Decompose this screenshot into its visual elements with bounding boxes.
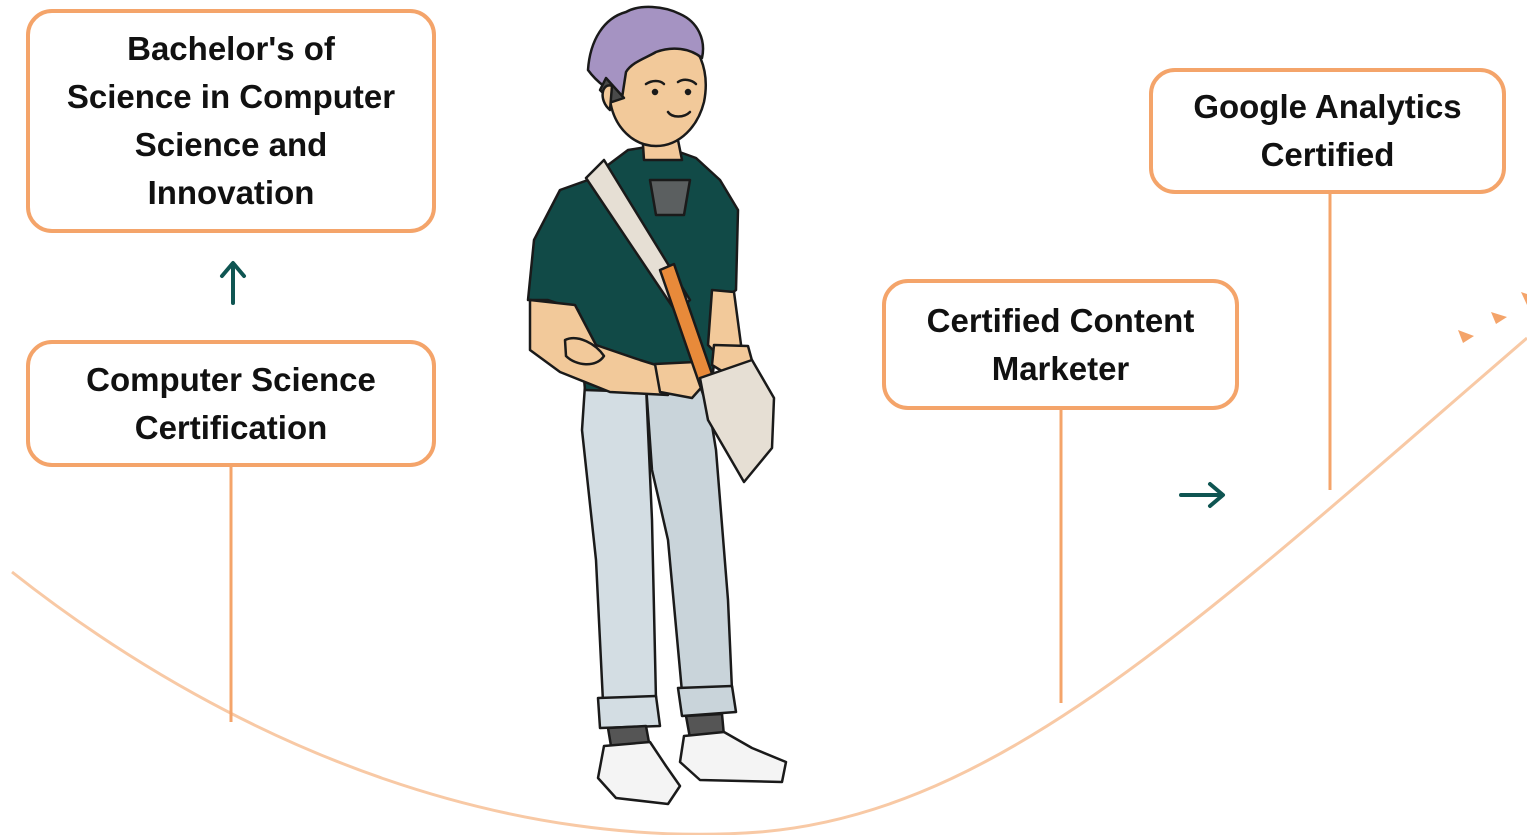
person-illustration bbox=[526, 5, 788, 806]
path-arrowheads-icon bbox=[1458, 292, 1527, 343]
up-arrow-icon bbox=[220, 261, 246, 305]
career-path-curve bbox=[11, 336, 1527, 835]
milestone-content-marketer: Certified Content Marketer bbox=[882, 279, 1239, 410]
milestone-google-analytics: Google Analytics Certified bbox=[1149, 68, 1506, 194]
right-arrow-icon bbox=[1179, 482, 1225, 508]
milestone-bachelors-degree: Bachelor's of Science in Computer Scienc… bbox=[26, 9, 436, 233]
milestone-cs-certification: Computer Science Certification bbox=[26, 340, 436, 467]
